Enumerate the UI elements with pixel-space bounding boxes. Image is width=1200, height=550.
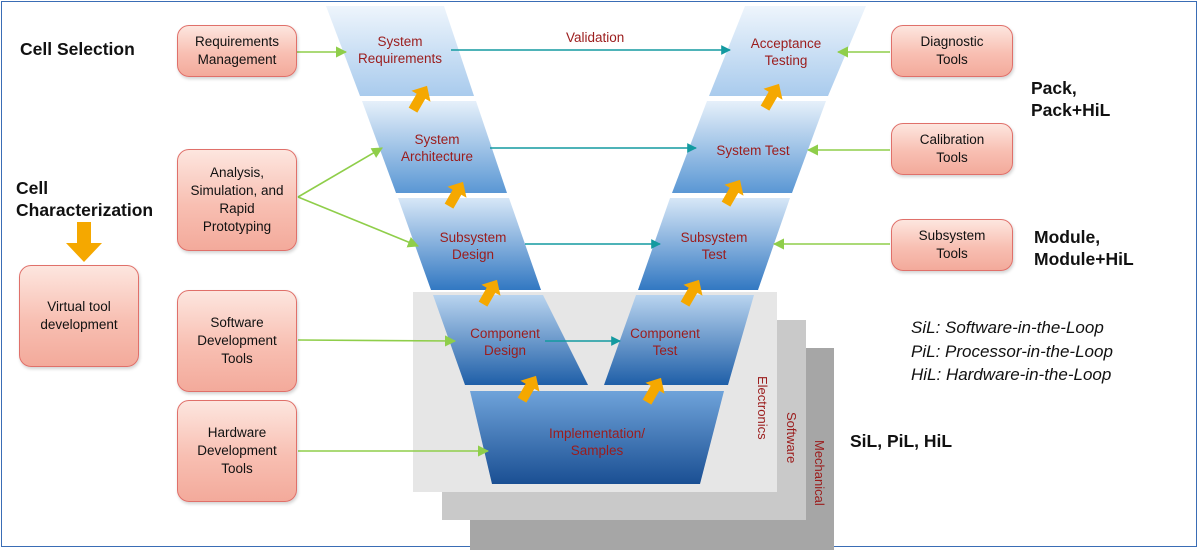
software-label: Software: [784, 412, 799, 464]
sil-pil-hil-label: SiL, PiL, HiL: [850, 431, 953, 451]
hardware-tools-box: Hardware Development Tools: [177, 400, 297, 502]
connector-analysis-architecture: [297, 147, 383, 198]
down-arrow-4: [517, 375, 540, 403]
up-arrow-4: [760, 83, 783, 111]
legend-pil: PiL: Processor-in-the-Loop: [911, 342, 1113, 361]
system-architecture-label: System Architecture: [400, 132, 474, 164]
system-requirements-block: [326, 6, 474, 96]
component-test-block: [604, 295, 754, 385]
down-arrow-3: [478, 279, 501, 307]
analysis-simulation-box: Analysis, Simulation, and Rapid Prototyp…: [177, 149, 297, 251]
up-arrow-3: [721, 179, 744, 207]
subsystem-design-block: [398, 198, 541, 290]
implementation-block: [470, 391, 724, 484]
up-arrow-1: [642, 377, 665, 405]
component-test-label: Component Test: [630, 326, 700, 358]
acceptance-testing-block: [709, 6, 866, 96]
connector-analysis-subsystem: [297, 196, 420, 248]
calibration-tools-box: Calibration Tools: [891, 123, 1013, 175]
subsystem-tools-box: Subsystem Tools: [891, 219, 1013, 271]
software-tools-box: Software Development Tools: [177, 290, 297, 392]
diagnostic-tools-box: Diagnostic Tools: [891, 25, 1013, 77]
characterization-down-arrow: [66, 222, 102, 262]
up-arrow-2: [680, 279, 703, 307]
legend-hil: HiL: Hardware-in-the-Loop: [911, 365, 1112, 384]
validation-label: Validation: [566, 30, 625, 45]
virtual-tool-box: Virtual tool development: [19, 265, 139, 367]
subsystem-test-label: Subsystem Test: [680, 230, 748, 262]
electronics-label: Electronics: [755, 376, 770, 440]
down-arrow-1: [408, 85, 431, 113]
subsystem-design-label: Subsystem Design: [439, 230, 507, 262]
system-architecture-block: [362, 101, 507, 193]
cell-selection-label: Cell Selection: [20, 39, 135, 59]
legend-sil: SiL: Software-in-the-Loop: [911, 318, 1104, 337]
connector-software-tools: [297, 335, 457, 347]
component-design-label: Component Design: [470, 326, 540, 358]
cell-characterization-label: Cell Characterization: [16, 178, 154, 220]
subsystem-test-block: [638, 198, 790, 290]
component-design-block: [433, 295, 588, 385]
down-arrow-2: [444, 181, 467, 209]
system-test-label: System Test: [716, 142, 790, 158]
requirements-management-box: Requirements Management: [177, 25, 297, 77]
implementation-label: Implementation/ Samples: [548, 426, 646, 458]
system-test-block: [672, 101, 826, 193]
mechanical-label: Mechanical: [812, 440, 827, 506]
module-label: Module, Module+HiL: [1034, 227, 1134, 269]
system-requirements-label: System Requirements: [357, 34, 443, 66]
pack-label: Pack, Pack+HiL: [1031, 78, 1111, 120]
acceptance-testing-label: Acceptance Testing: [750, 36, 822, 68]
